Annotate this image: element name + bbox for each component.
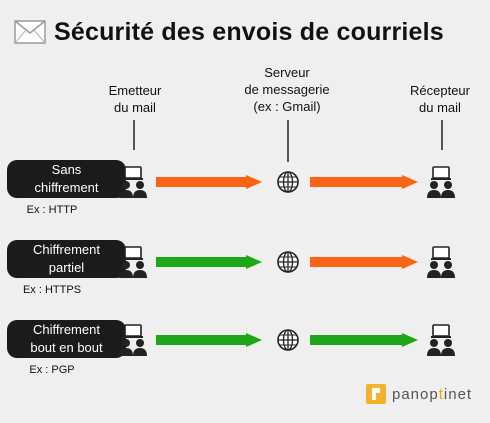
row-label-no-encryption: Sans chiffrement	[7, 160, 126, 198]
row-label-line: partiel	[48, 260, 85, 275]
page-title: Sécurité des envois de courriels	[54, 17, 444, 46]
receiver-user-icon	[426, 166, 456, 199]
arrow-server-to-receiver	[310, 175, 418, 189]
row-label-partial-encryption: Chiffrement partiel	[7, 240, 126, 278]
receiver-header-line-2: du mail	[419, 100, 461, 115]
server-column-header: Serveur de messagerie (ex : Gmail)	[228, 64, 346, 115]
server-globe-icon	[277, 251, 299, 273]
sender-user-icon	[118, 246, 148, 279]
sender-header-line-2: du mail	[114, 100, 156, 115]
row-label-line: bout en bout	[30, 340, 103, 355]
receiver-user-icon	[426, 246, 456, 279]
logo-wordmark: panoptinet	[392, 385, 473, 403]
row-example-pgp: Ex : PGP	[29, 364, 75, 376]
sender-user-icon	[118, 166, 148, 199]
arrow-sender-to-server	[156, 333, 262, 347]
sender-header-line-1: Emetteur	[108, 83, 162, 98]
panoptinet-logo: panoptinet	[366, 384, 472, 404]
arrow-shape	[156, 255, 262, 269]
row-label-line: chiffrement	[34, 180, 99, 195]
server-header-line-3: (ex : Gmail)	[253, 99, 321, 114]
header: Sécurité des envois de courriels	[14, 12, 444, 52]
row-label-line: Chiffrement	[33, 322, 100, 337]
row-label-end-to-end-encryption: Chiffrement bout en bout	[7, 320, 126, 358]
server-header-line-1: Serveur	[264, 65, 310, 80]
row-label-line: Sans	[51, 162, 82, 177]
arrow-server-to-receiver	[310, 255, 418, 269]
sender-column-header: Emetteur du mail	[95, 82, 175, 116]
receiver-user-icon	[426, 324, 456, 357]
arrow-sender-to-server	[156, 255, 262, 269]
row-example-https: Ex : HTTPS	[22, 284, 82, 296]
arrow-shape	[310, 175, 418, 189]
row-example-http: Ex : HTTP	[26, 204, 78, 216]
arrow-sender-to-server	[156, 175, 262, 189]
server-globe-icon	[277, 329, 299, 351]
arrow-shape	[156, 175, 262, 189]
receiver-column-header: Récepteur du mail	[400, 82, 480, 116]
arrow-shape	[310, 333, 418, 347]
arrow-shape	[156, 333, 262, 347]
sender-user-icon	[118, 324, 148, 357]
server-header-line-2: de messagerie	[244, 82, 330, 97]
logo-mark-icon	[366, 384, 386, 404]
row-label-line: Chiffrement	[33, 242, 100, 257]
envelope-icon	[14, 20, 46, 44]
receiver-header-line-1: Récepteur	[410, 83, 470, 98]
arrow-shape	[310, 255, 418, 269]
server-globe-icon	[277, 171, 299, 193]
arrow-server-to-receiver	[310, 333, 418, 347]
